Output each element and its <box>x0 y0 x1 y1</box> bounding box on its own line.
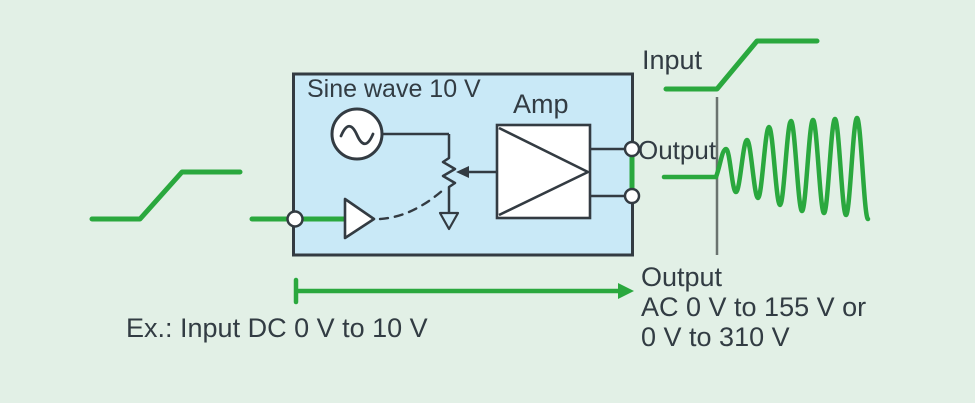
example-input-label: Ex.: Input DC 0 V to 10 V <box>126 313 428 343</box>
terminal-node-icon <box>623 140 641 158</box>
output-spec-title: Output <box>641 262 723 292</box>
input-waveform-label: Input <box>642 45 703 75</box>
buffer-amp-icon <box>343 197 376 240</box>
wiper-arrowhead-icon <box>456 166 469 178</box>
range-arrow <box>293 277 634 305</box>
amp-icon <box>495 123 592 220</box>
input-ramp-waveform-right <box>663 38 820 92</box>
dashed-linkage <box>378 188 445 221</box>
ground-arrow-icon <box>438 211 460 231</box>
output-sine-waveform <box>713 115 871 222</box>
terminal-node-icon <box>286 210 304 228</box>
input-ramp-waveform-left <box>89 169 243 222</box>
sine-source-icon <box>330 107 384 161</box>
potentiometer-icon <box>441 134 457 213</box>
output-spec-line2: 0 V to 310 V <box>641 322 790 352</box>
output-spec-line1: AC 0 V to 155 V or <box>641 292 867 322</box>
output-waveform-label: Output <box>638 135 717 165</box>
sine-wave-label: Sine wave 10 V <box>307 75 481 103</box>
amp-label: Amp <box>513 89 569 119</box>
output-spec-block: Output AC 0 V to 155 V or 0 V to 310 V <box>641 262 866 352</box>
terminal-node-icon <box>623 187 641 205</box>
